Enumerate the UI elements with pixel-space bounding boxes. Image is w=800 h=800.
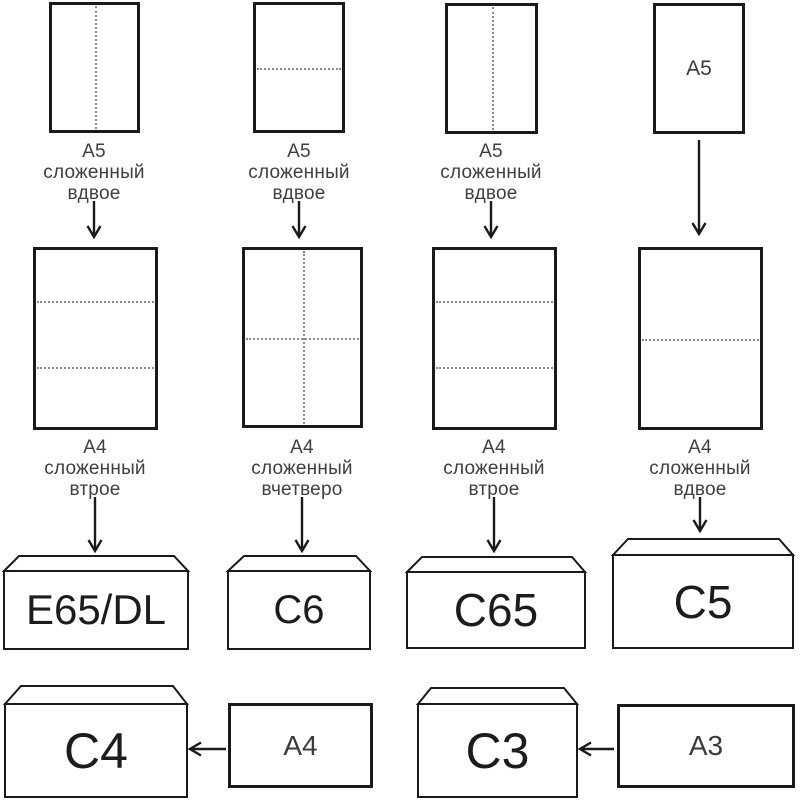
envelope-body <box>406 571 586 649</box>
down-arrow <box>692 497 708 533</box>
down-arrow <box>483 201 499 239</box>
caption-line: A4 <box>688 437 712 458</box>
caption-a4-col3: A4 сложенный втрое <box>434 437 554 500</box>
caption-line: вдвое <box>673 479 727 500</box>
sheet-a4-col3 <box>432 247 557 430</box>
caption-line: вдвое <box>67 183 121 204</box>
sheet-a5-col2 <box>253 2 345 133</box>
fold-line-vertical <box>94 6 97 129</box>
caption-line: втрое <box>468 479 520 500</box>
fold-line-horizontal <box>642 338 759 341</box>
caption-line: сложенный <box>44 458 146 479</box>
envelope-flap <box>2 555 190 572</box>
caption-line: вчетверо <box>261 479 343 500</box>
sheet-a4-col2 <box>242 247 363 428</box>
sheet-a5-col1 <box>49 2 140 133</box>
caption-line: вдвое <box>272 183 326 204</box>
down-arrow <box>86 201 102 239</box>
sheet-a4-bottom: A4 <box>228 703 373 788</box>
left-arrow <box>578 741 614 757</box>
caption-line: сложенный <box>43 162 145 183</box>
caption-a5-col2: A5 сложенный вдвое <box>239 141 359 204</box>
caption-line: сложенный <box>443 458 545 479</box>
sheet-a4-col4 <box>638 247 763 430</box>
fold-line-horizontal <box>436 366 553 369</box>
fold-line-horizontal <box>37 301 154 304</box>
fold-line-horizontal <box>246 337 359 340</box>
envelope-flap <box>405 556 587 573</box>
envelope-body <box>4 703 188 798</box>
envelope-label-c3: C3 <box>465 722 530 779</box>
down-arrow <box>294 497 310 553</box>
caption-line: сложенный <box>440 162 542 183</box>
caption-line: A5 <box>287 141 311 162</box>
left-arrow <box>188 741 226 757</box>
envelope-label-c65: C65 <box>453 584 539 636</box>
caption-line: сложенный <box>251 458 353 479</box>
down-arrow <box>291 201 307 239</box>
envelope-c6 <box>226 555 372 650</box>
caption-line: сложенный <box>248 162 350 183</box>
envelope-body <box>417 703 578 798</box>
envelope-c3 <box>416 687 579 798</box>
envelope-body <box>227 570 371 650</box>
envelope-e65-dl <box>2 555 190 650</box>
down-arrow <box>691 140 707 236</box>
envelope-body <box>612 554 794 649</box>
sheet-label-a4: A4 <box>283 729 318 761</box>
envelope-c5 <box>611 538 795 649</box>
sheet-a4-col1 <box>33 247 158 430</box>
caption-line: A5 <box>82 141 106 162</box>
caption-line: A5 <box>479 141 503 162</box>
envelope-flap <box>416 687 579 705</box>
envelope-flap <box>3 685 189 705</box>
caption-a4-col2: A4 сложенный вчетверо <box>242 437 362 500</box>
sheet-a5-col4: A5 <box>653 3 745 134</box>
sheet-a3-bottom: A3 <box>617 704 795 788</box>
caption-a4-col4: A4 сложенный вдвое <box>640 437 760 500</box>
caption-line: втрое <box>69 479 121 500</box>
down-arrow <box>87 497 103 553</box>
fold-line-horizontal <box>436 301 553 304</box>
caption-a4-col1: A4 сложенный втрое <box>35 437 155 500</box>
caption-a5-col1: A5 сложенный вдвое <box>34 141 154 204</box>
envelope-flap <box>226 555 372 572</box>
down-arrow <box>486 497 502 553</box>
caption-line: A4 <box>482 437 506 458</box>
envelope-c4-highlighted <box>3 685 189 798</box>
caption-line: A4 <box>83 437 107 458</box>
caption-line: A4 <box>290 437 314 458</box>
caption-line: сложенный <box>649 458 751 479</box>
envelope-label-c5: C5 <box>673 575 733 628</box>
fold-line-horizontal <box>37 366 154 369</box>
envelope-label-e65-dl: E65/DL <box>25 586 167 633</box>
envelope-body <box>3 570 189 650</box>
sheet-label-a5: A5 <box>686 56 712 80</box>
caption-line: вдвое <box>464 183 518 204</box>
envelope-flap <box>611 538 795 556</box>
fold-line-horizontal <box>257 67 341 70</box>
envelope-c65 <box>405 556 587 649</box>
envelope-label-c6: C6 <box>273 587 325 632</box>
caption-a5-col3: A5 сложенный вдвое <box>431 141 551 204</box>
fold-line-vertical <box>491 7 494 130</box>
sheet-a5-col3 <box>445 3 538 134</box>
envelope-label-c4: C4 <box>64 722 128 779</box>
sheet-label-a3: A3 <box>688 730 724 761</box>
